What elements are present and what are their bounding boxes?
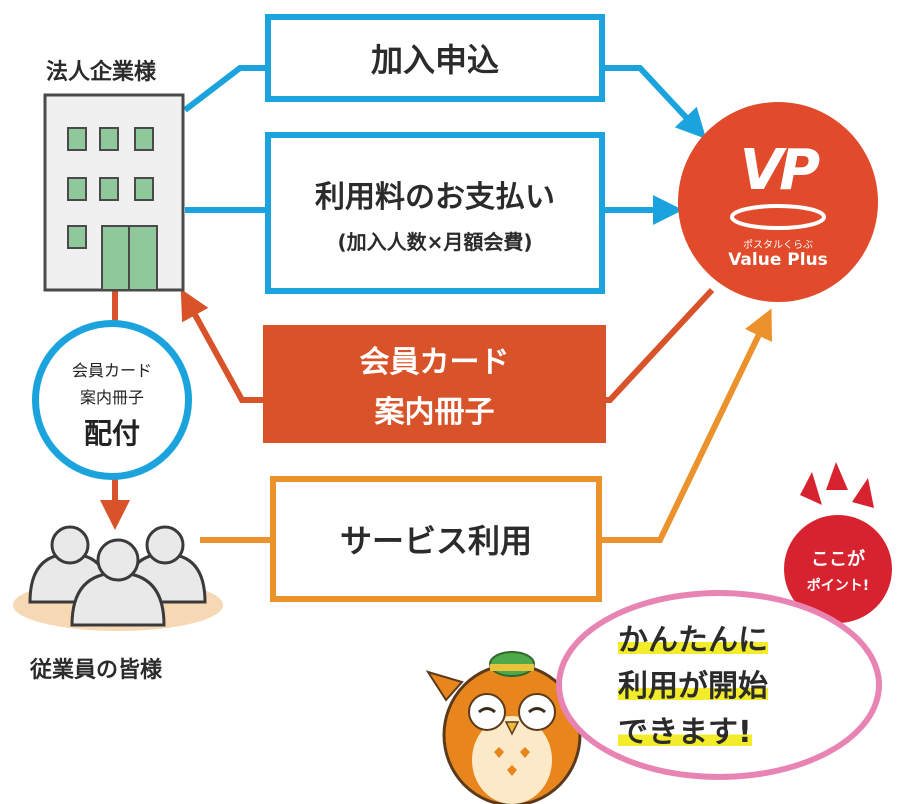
building-icon bbox=[43, 93, 185, 292]
logo-tagline: ポスタルくらぶ bbox=[743, 240, 813, 251]
value-plus-logo: VP ポスタルくらぶ Value Plus bbox=[678, 102, 878, 302]
speech-line3: できます! bbox=[618, 715, 752, 750]
card-line1: 会員カード bbox=[359, 345, 510, 380]
service-box: サービス利用 bbox=[270, 476, 602, 602]
badge-rays bbox=[800, 462, 874, 508]
speech-line1: かんたんに bbox=[618, 623, 768, 658]
speech-line2: 利用が開始 bbox=[618, 669, 768, 704]
apply-label: 加入申込 bbox=[370, 41, 499, 79]
corporate-label: 法人企業様 bbox=[46, 60, 157, 85]
distribution-line2: 案内冊子 bbox=[79, 388, 144, 407]
distribution-action: 配付 bbox=[83, 417, 140, 450]
distribution-bubble: 会員カード 案内冊子 配付 bbox=[32, 320, 192, 480]
card-line2: 案内冊子 bbox=[374, 395, 495, 430]
card-box: 会員カード 案内冊子 bbox=[263, 325, 606, 443]
point-line1: ここが bbox=[811, 549, 865, 570]
logo-name: Value Plus bbox=[728, 250, 828, 270]
payment-box: 利用料のお支払い (加入人数×月額会費) bbox=[265, 132, 605, 294]
service-label: サービス利用 bbox=[339, 522, 532, 560]
speech-bubble: かんたんに 利用が開始 できます! bbox=[556, 590, 882, 780]
vp-mark-icon: VP bbox=[739, 138, 820, 203]
apply-box: 加入申込 bbox=[265, 14, 605, 102]
distribution-line1: 会員カード bbox=[71, 361, 152, 380]
vp-ring-icon bbox=[730, 204, 826, 230]
payment-subtitle: (加入人数×月額会費) bbox=[337, 229, 533, 254]
payment-title: 利用料のお支払い bbox=[315, 179, 555, 215]
employees-label: 従業員の皆様 bbox=[30, 658, 163, 683]
point-line2: ポイント! bbox=[806, 578, 870, 594]
people-icon bbox=[13, 525, 223, 631]
